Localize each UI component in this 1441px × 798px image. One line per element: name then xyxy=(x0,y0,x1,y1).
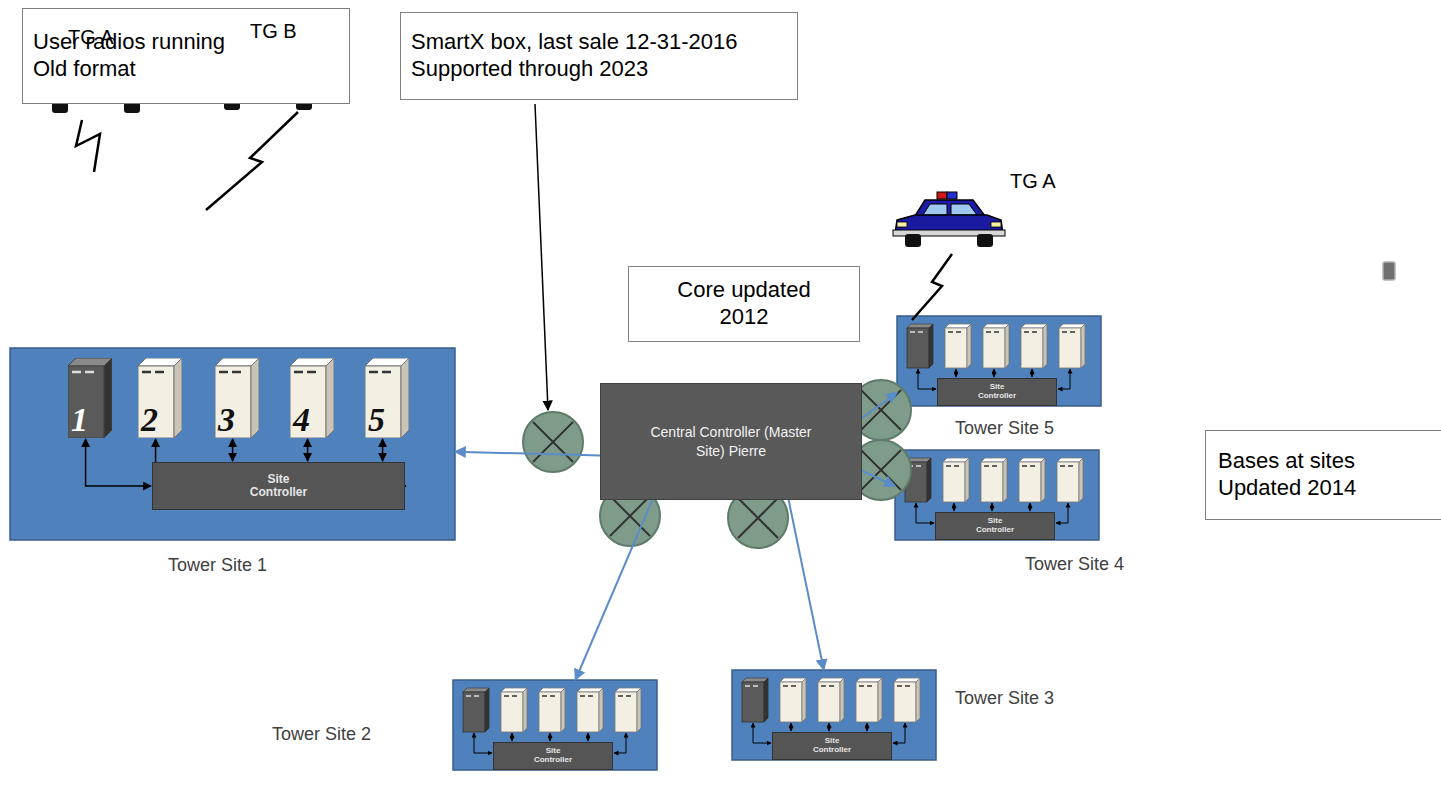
site-name: Tower Site 3 xyxy=(955,688,1054,709)
tower-site-ground xyxy=(895,450,1099,540)
callout-box: SmartX box, last sale 12-31-2016 Support… xyxy=(400,12,798,100)
site-controller: Site Controller xyxy=(493,742,613,770)
repeater-cabinet: 1 xyxy=(68,358,112,438)
slide-marker xyxy=(1383,262,1395,280)
callout-text: Core updated 2012 xyxy=(659,277,829,331)
site-name: Tower Site 5 xyxy=(955,418,1054,439)
controller-link xyxy=(382,439,384,461)
callout-text: Bases at sites Updated 2014 xyxy=(1218,448,1418,502)
talkgroup-label: TG A xyxy=(68,26,114,49)
controller-link xyxy=(307,439,309,461)
site-controller: Site Controller xyxy=(152,462,405,510)
tower-site: Tower Site 2Site Controller xyxy=(453,680,657,770)
tower-site-ground xyxy=(897,316,1101,406)
site-controller: Site Controller xyxy=(772,732,892,760)
callout-text: User radios running Old format xyxy=(33,29,258,83)
tower-site: Tower Site 5Site Controller xyxy=(897,316,1101,406)
site-link xyxy=(789,500,824,670)
site-name: Tower Site 1 xyxy=(168,555,267,576)
callout-number: 5 xyxy=(368,403,385,437)
site-controller: Site Controller xyxy=(937,378,1057,406)
node-label: Site Controller xyxy=(807,737,857,755)
controller-link xyxy=(232,439,234,461)
leader-line xyxy=(535,104,548,410)
callout-box: Bases at sites Updated 2014 xyxy=(1205,430,1441,520)
central-controller: Central Controller (Master Site) Pierre xyxy=(600,383,862,500)
node-label: Site Controller xyxy=(244,473,314,499)
site-link xyxy=(455,452,600,456)
police-car xyxy=(893,192,1005,247)
repeater-cabinet: 5 xyxy=(365,358,409,438)
site-link xyxy=(862,471,895,486)
tower-site: Tower Site 3Site Controller xyxy=(732,670,936,760)
site-link xyxy=(862,393,897,419)
callout-number: 2 xyxy=(141,403,158,437)
site-name: Tower Site 4 xyxy=(1025,554,1124,575)
controller-link xyxy=(86,439,151,486)
callout-number: 1 xyxy=(71,403,88,437)
repeater-cabinet: 3 xyxy=(215,358,259,438)
callout-box: Core updated 2012 xyxy=(628,266,860,342)
site-name: Tower Site 2 xyxy=(272,724,371,745)
tower-site: Tower Site 4Site Controller xyxy=(895,450,1099,540)
site-controller: Site Controller xyxy=(935,512,1055,540)
callout-number: 3 xyxy=(218,403,235,437)
talkgroup-label: TG B xyxy=(250,20,297,43)
talkgroup-label: TG A xyxy=(1010,170,1056,193)
node-label: Central Controller (Master Site) Pierre xyxy=(649,423,814,459)
callout-box: User radios running Old format xyxy=(22,8,350,104)
site-link xyxy=(575,500,652,680)
repeater-cabinet: 2 xyxy=(138,358,182,438)
node-label: Site Controller xyxy=(972,383,1022,401)
repeater-cabinet: 4 xyxy=(290,358,334,438)
smartx-box xyxy=(523,412,583,472)
tower-site-ground xyxy=(453,680,657,770)
tower-site-ground xyxy=(10,348,455,540)
tower-site: Tower Site 112345Site Controller xyxy=(10,348,455,540)
tower-site-ground xyxy=(732,670,936,760)
callout-number: 4 xyxy=(293,403,310,437)
node-label: Site Controller xyxy=(528,747,578,765)
node-label: Site Controller xyxy=(970,517,1020,535)
callout-text: SmartX box, last sale 12-31-2016 Support… xyxy=(411,29,786,83)
